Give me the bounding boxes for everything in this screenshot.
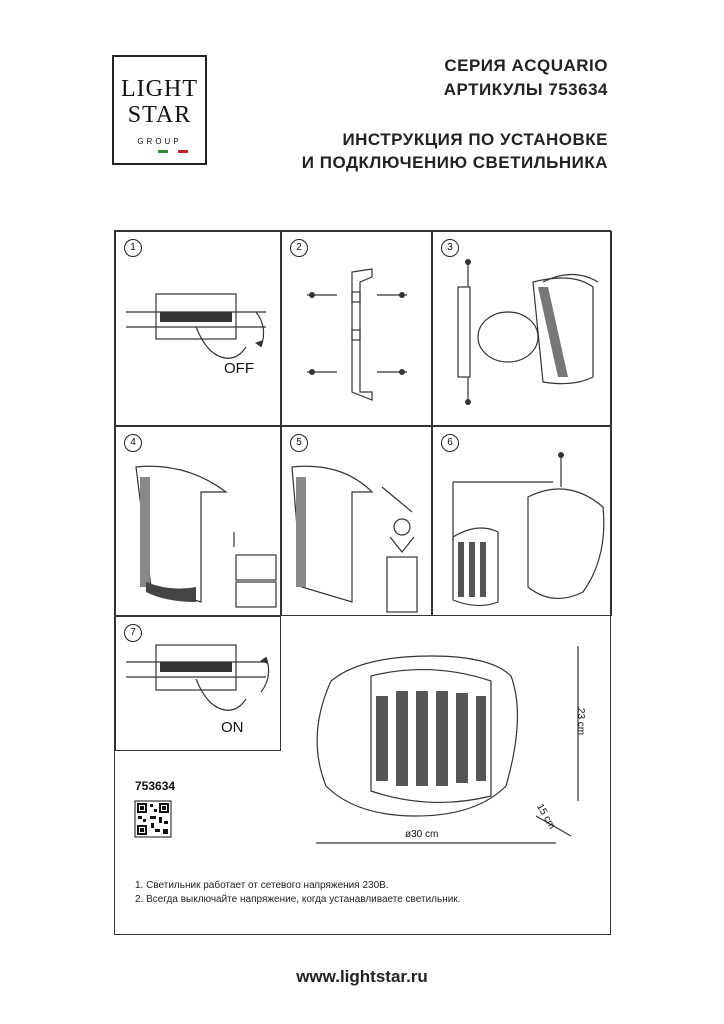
step-6-number: 6 (441, 434, 459, 452)
mounting-bracket-screws-illustration (307, 268, 407, 401)
step-2-panel: 2 (281, 231, 432, 426)
safety-notes: 1. Светильник работает от сетевого напря… (135, 879, 460, 907)
step-2-number: 2 (290, 239, 308, 257)
step-4-panel: 4 (115, 426, 281, 616)
italian-flag-icon (158, 150, 188, 153)
logo-word-group: GROUP (137, 137, 182, 146)
article-title: АРТИКУЛЫ 753634 (443, 80, 608, 99)
attach-frame-illustration (135, 465, 277, 608)
step-7-number: 7 (124, 624, 142, 642)
step-5-panel: 5 (281, 426, 432, 616)
instruction-title-line2: И ПОДКЛЮЧЕНИЮ СВЕТИЛЬНИКА (301, 153, 608, 172)
diameter-dimension: ø30 cm (405, 829, 439, 840)
step-1-number: 1 (124, 239, 142, 257)
instruction-title-line1: ИНСТРУКЦИЯ ПО УСТАНОВКЕ (342, 130, 608, 149)
height-dimension: 23 cm (575, 707, 587, 736)
logo-word-light: LIGHT (121, 76, 198, 102)
logo-word-star: STAR (127, 102, 192, 128)
qr-code-icon (134, 800, 172, 838)
step-5-number: 5 (290, 434, 308, 452)
note-1: 1. Светильник работает от сетевого напря… (135, 880, 389, 891)
lightstar-logo: LIGHT STAR GROUP (112, 55, 207, 165)
dimensions-drawing (316, 646, 579, 844)
instruction-panel: 1 OFF 2 3 (114, 230, 612, 935)
step-3-number: 3 (441, 239, 459, 257)
article-code: 753634 (135, 779, 176, 793)
circuit-breaker-on-illustration (126, 644, 270, 711)
note-2: 2. Всегда выключайте напряжение, когда у… (135, 894, 461, 905)
shade-assembly-illustration (452, 452, 605, 607)
on-label: ON (221, 719, 244, 736)
step-4-number: 4 (124, 434, 142, 452)
step-7-panel: 7 ON (115, 616, 281, 751)
website-url[interactable]: www.lightstar.ru (296, 967, 428, 986)
off-label: OFF (224, 360, 254, 377)
circuit-breaker-off-illustration (126, 293, 266, 359)
step-3-panel: 3 (432, 231, 612, 426)
step-1-panel: 1 OFF (115, 231, 281, 426)
series-title: СЕРИЯ ACQUARIO (444, 56, 608, 75)
wiring-connection-illustration (457, 259, 599, 405)
crystal-pendant-illustration (291, 465, 418, 613)
step-6-panel: 6 (432, 426, 612, 616)
